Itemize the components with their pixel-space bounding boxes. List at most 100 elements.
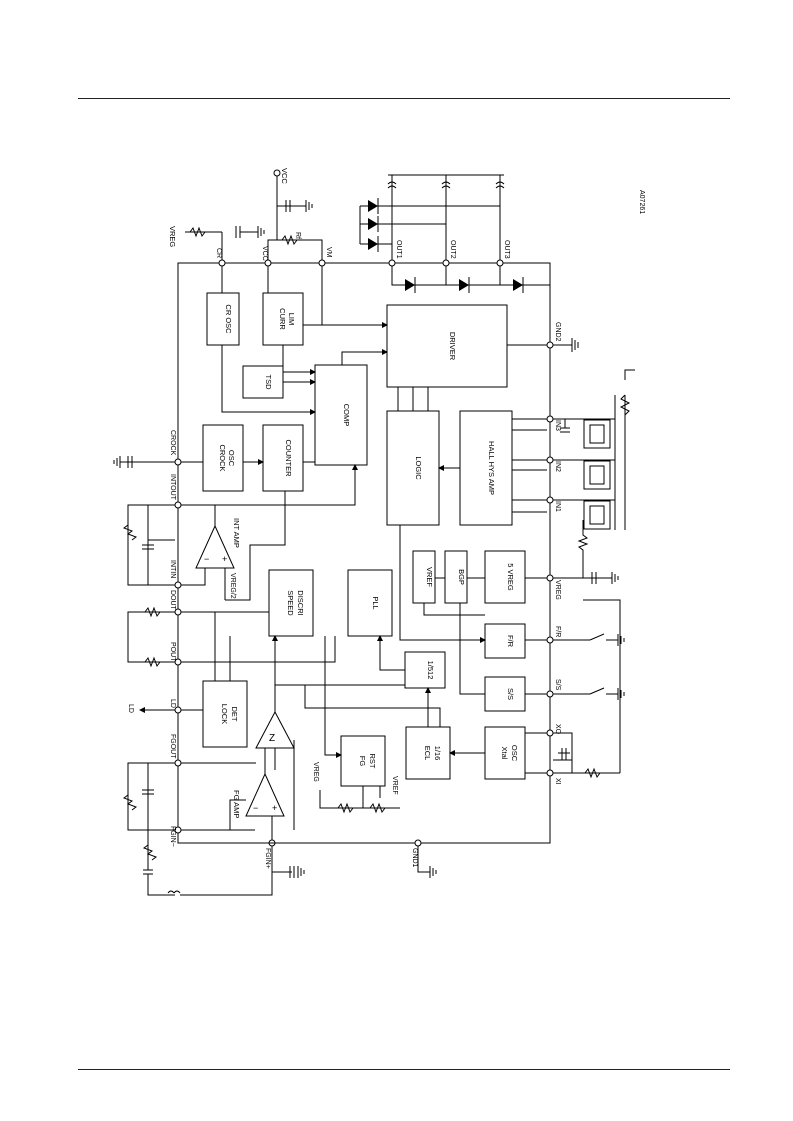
block-lock-det: LOCK DET [202,680,248,748]
pin-in3-label: IN3 [554,420,561,431]
pin-fr-label: F/R [554,626,561,637]
block-fg-rst: FG RST [340,735,386,787]
svg-text:PLL: PLL [371,596,380,609]
pin-out3-label: OUT3 [503,240,510,259]
svg-text:1/512: 1/512 [426,661,435,680]
svg-text:RST: RST [368,754,377,769]
block-div512: 1/512 [404,651,446,689]
svg-text:Z: Z [269,733,275,744]
svg-text:ECL: ECL [423,746,432,761]
internal-wiring: VREG/2 VREG VREF [181,266,547,844]
pin-xi-label: XI [554,778,561,785]
vreg-fg-label: VREG [312,762,319,782]
block-pll: PLL [347,569,393,637]
block-curr-lim: CURR LIM [262,292,304,346]
block-comp: COMP [314,364,368,466]
pin-out1-label: OUT1 [395,240,402,259]
block-speed-discri: SPEED DISCRI [268,569,314,637]
svg-text:VREF: VREF [425,567,434,587]
block-cr-osc: CR OSC [206,292,240,346]
svg-text:FG: FG [358,756,367,767]
pin-out2-label: OUT2 [449,240,456,259]
pin-fgout-label: FGOUT [169,734,176,759]
block-ecl: ECL 1/16 [405,726,451,780]
svg-text:COUNTER: COUNTER [284,439,293,477]
block-fr: F/R [484,623,526,659]
svg-text:FG AMP: FG AMP [232,790,241,818]
svg-text:S/S: S/S [506,688,515,700]
svg-text:LOCK: LOCK [220,704,229,724]
svg-text:1/16: 1/16 [433,746,442,761]
pin-vreg-label: VREG [554,580,561,600]
schmitt-buffer: Z [255,710,295,749]
vcc-supply-label: VCC [280,168,289,184]
pin-ss-label: S/S [554,679,561,691]
pin-gnd2-label: GND2 [554,322,561,342]
svg-text:SPEED: SPEED [286,590,295,616]
fg-amp: − + FG AMP [232,772,285,818]
bottom-external [180,846,437,896]
right-external [553,338,635,779]
block-5vreg: 5 VREG [484,550,526,604]
int-amp: − + INT AMP [195,518,241,569]
svg-text:DISCRI: DISCRI [296,590,305,615]
svg-text:F/R: F/R [506,635,515,648]
block-logic: LOGIC [386,410,440,526]
pin-dout-label: DOUT [169,590,176,611]
svg-text:LIM: LIM [287,313,296,326]
ld-out-label: LD [127,704,134,713]
output-diodes [391,266,550,293]
figure-code: A07261 [638,190,645,214]
rf-label: Rf [294,232,301,239]
svg-text:Xtal: Xtal [500,747,509,760]
svg-text:DET: DET [230,707,239,722]
svg-text:LOGIC: LOGIC [414,456,423,480]
pin-fgin-plus-label: FGIN+ [264,848,271,869]
pin-ld-label: LD [169,699,176,708]
block-vref: VREF [412,550,436,604]
pin-crock-label: CROCK [169,430,176,456]
svg-text:CR OSC: CR OSC [224,304,233,334]
svg-text:5 VREG: 5 VREG [506,563,515,591]
block-xtal-osc: Xtal OSC [484,726,526,780]
pin-vm-label: VM [325,247,332,258]
pin-vcc-label: VCC [261,246,268,261]
pin-in2-label: IN2 [554,461,561,472]
vreg-half-label: VREG/2 [229,573,236,599]
block-tsd: TSD [242,365,284,399]
header-rule [78,98,730,99]
block-crock-osc: CROCK OSC [202,424,244,492]
svg-text:TSD: TSD [264,375,273,391]
pin-pout-label: POUT [169,642,176,662]
vreg-top-label: VREG [168,226,177,247]
svg-text:−: − [204,554,209,564]
svg-text:HALL HYS AMP: HALL HYS AMP [487,441,496,495]
svg-text:INT AMP: INT AMP [232,518,241,548]
block-driver: DRIVER [386,304,508,388]
svg-text:−: − [253,803,258,813]
block-bgp: BGP [444,550,468,604]
block-ss: S/S [484,676,526,712]
pin-fgin-minus-label: FGIN− [169,826,176,847]
pin-in1-label: IN1 [554,501,561,512]
svg-text:+: + [272,803,277,813]
pin-cr-label: CR [215,248,222,258]
svg-text:OSC: OSC [510,745,519,762]
svg-text:COMP: COMP [342,404,351,427]
pins-top [218,259,504,267]
top-external [185,169,505,260]
svg-text:DRIVER: DRIVER [448,332,457,361]
pin-gnd1-label: GND1 [411,848,418,868]
svg-text:OSC: OSC [227,450,236,467]
vref-fg-label: VREF [391,776,398,795]
svg-text:+: + [222,554,227,564]
svg-text:CURR: CURR [278,308,287,330]
left-external: LD [113,456,181,896]
block-hall-hys-amp: HALL HYS AMP [459,410,513,526]
block-counter: COUNTER [262,424,304,492]
pin-intout-label: INTOUT [169,474,176,501]
svg-text:CROCK: CROCK [218,444,227,471]
svg-text:BGP: BGP [457,569,466,585]
pin-xo-label: XO [554,724,561,735]
